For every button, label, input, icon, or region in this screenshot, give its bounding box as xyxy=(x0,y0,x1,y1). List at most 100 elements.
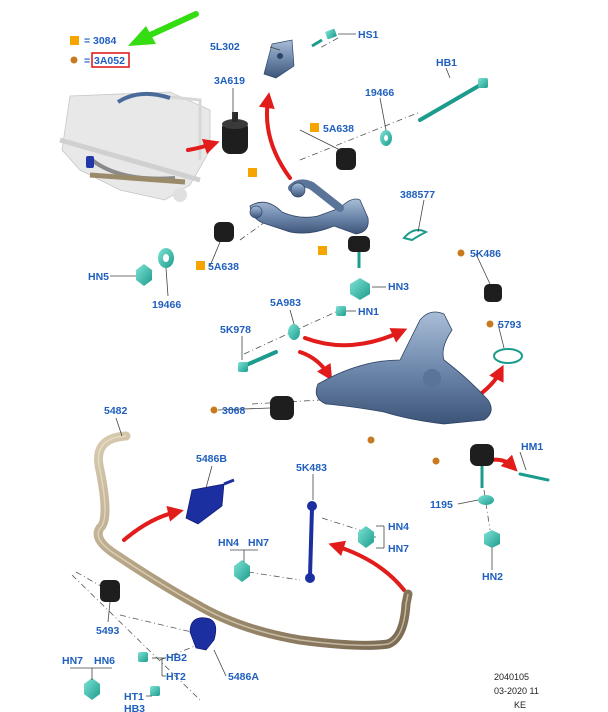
bolt-5k978 xyxy=(238,350,278,372)
label-3a619: 3A619 xyxy=(214,75,245,87)
label-hb3: HB3 xyxy=(124,703,145,712)
screw-hs1 xyxy=(311,28,337,48)
footer-date: 03-2020 11 xyxy=(494,686,539,696)
dot-marker-icon xyxy=(367,436,375,444)
bushing-5a638-top xyxy=(336,148,356,170)
label-5a638-top: 5A638 xyxy=(323,123,354,135)
legend-square-icon xyxy=(70,36,79,45)
lower-control-arm xyxy=(315,311,492,425)
washer-19466-top xyxy=(380,130,392,146)
bushing-5493 xyxy=(100,580,120,602)
label-hn2-right: HN2 xyxy=(482,571,503,583)
legend-square-eq: = xyxy=(84,35,90,47)
bracket-5l302 xyxy=(263,39,295,79)
label-19466-mid: 19466 xyxy=(152,299,181,311)
label-hn4-right: HN4 xyxy=(388,521,409,533)
label-5a638-mid: 5A638 xyxy=(208,261,239,273)
label-hn3: HN3 xyxy=(388,281,409,293)
label-5482: 5482 xyxy=(104,405,128,417)
diagram-footer: 2040105 03-2020 11 KE xyxy=(494,672,539,710)
label-hn6: HN6 xyxy=(94,655,115,667)
ball-joint-lower xyxy=(470,444,494,488)
label-5493: 5493 xyxy=(96,625,120,637)
bracket-5486a xyxy=(189,617,217,651)
legend-dot-code: 3A052 xyxy=(94,55,125,67)
label-3068: 3068 xyxy=(222,405,246,417)
label-5a983: 5A983 xyxy=(270,297,301,309)
label-hn4-left: HN4 xyxy=(218,537,239,549)
label-ht1: HT1 xyxy=(124,691,144,703)
label-hm1: HM1 xyxy=(521,441,543,453)
bolt-hb3 xyxy=(150,686,160,696)
label-hn7-bottom: HN7 xyxy=(62,655,83,667)
legend-dot-icon xyxy=(70,56,78,64)
bracket-5486b xyxy=(185,478,235,525)
clip-388577 xyxy=(402,229,429,242)
nut-hn2-right xyxy=(484,530,500,548)
label-5486b: 5486B xyxy=(196,453,227,465)
ball-joint-upper xyxy=(348,236,370,268)
square-marker-icon xyxy=(318,246,327,255)
green-pointer-arrow-icon xyxy=(128,11,199,46)
upper-control-arm xyxy=(249,179,369,235)
screw-hm1 xyxy=(518,472,550,482)
square-marker-icon xyxy=(310,123,319,132)
nut-hn4-hn7-left xyxy=(234,560,250,582)
label-5k483: 5K483 xyxy=(296,462,327,474)
washer-1195 xyxy=(478,495,494,505)
label-hb1: HB1 xyxy=(436,57,457,69)
label-ht2: HT2 xyxy=(166,671,186,683)
legend: = 3084 = 3A052 xyxy=(70,11,199,68)
red-arrow-bracket xyxy=(258,92,292,180)
dot-marker-icon xyxy=(432,457,440,465)
red-arrow-link xyxy=(328,540,406,592)
label-hb2: HB2 xyxy=(166,652,187,664)
legend-dot-eq: = xyxy=(84,55,90,67)
bushing-5k486 xyxy=(484,284,502,302)
legend-dot-highlight-box xyxy=(91,52,130,68)
stabilizer-bar-5482 xyxy=(93,431,413,650)
bushing-5a638-mid xyxy=(214,222,234,242)
context-control-arms xyxy=(86,91,186,185)
dot-marker-icon xyxy=(210,406,218,414)
part-labels: 5L302 HS1 HB1 3A619 19466 5A638 388577 H… xyxy=(62,29,543,712)
label-5486a: 5486A xyxy=(228,671,259,683)
nut-hn1 xyxy=(336,306,346,316)
nut-hn5 xyxy=(136,264,152,286)
red-arrow-bushing-3068 xyxy=(298,350,333,381)
label-hn7-left: HN7 xyxy=(248,537,269,549)
label-1195: 1195 xyxy=(430,499,453,511)
washer-19466-mid xyxy=(158,248,174,268)
bushing-3068 xyxy=(270,396,294,420)
label-19466-top: 19466 xyxy=(365,87,394,99)
red-arrow-bushing xyxy=(186,138,220,155)
footer-author: KE xyxy=(514,700,526,710)
bushing-3a619 xyxy=(222,112,248,154)
square-marker-icon xyxy=(248,168,257,177)
label-5793: 5793 xyxy=(498,319,522,331)
washer-5a983 xyxy=(288,324,300,340)
seal-ring-5793 xyxy=(493,348,523,364)
label-5k486: 5K486 xyxy=(470,248,501,260)
leader-lines xyxy=(70,33,527,697)
legend-square-code: 3084 xyxy=(93,35,117,47)
red-arrow-lower-arm xyxy=(303,328,408,348)
red-arrow-5486b xyxy=(122,506,184,542)
nut-hn3 xyxy=(350,278,370,300)
label-hs1: HS1 xyxy=(358,29,379,41)
nut-hn4-hn7-right xyxy=(358,526,374,548)
dot-marker-icon xyxy=(457,249,465,257)
dot-marker-icon xyxy=(486,320,494,328)
nut-hn7-hn6-bottom xyxy=(84,678,100,700)
label-388577: 388577 xyxy=(400,189,435,201)
stabilizer-link-5k483 xyxy=(305,501,317,583)
label-hn1: HN1 xyxy=(358,306,379,318)
bolt-hb1 xyxy=(418,78,488,122)
label-5k978: 5K978 xyxy=(220,324,251,336)
bolt-hb2 xyxy=(138,652,148,662)
label-hn5: HN5 xyxy=(88,271,109,283)
square-marker-icon xyxy=(196,261,205,270)
label-5l302: 5L302 xyxy=(210,41,240,53)
vehicle-frame-context xyxy=(59,91,211,202)
